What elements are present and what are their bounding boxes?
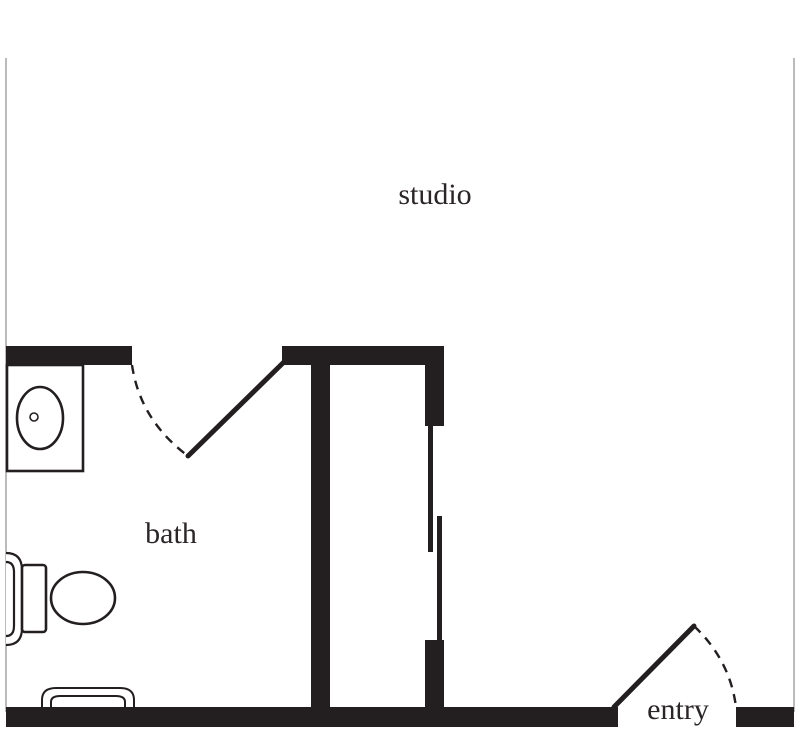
wall-bath-top-left	[6, 346, 132, 365]
closet-sliding-door-2[interactable]	[437, 516, 442, 642]
towel-bar-outer	[41, 687, 135, 707]
toilet-bowl	[49, 570, 117, 626]
wall-bottom-main	[6, 707, 618, 727]
bath-door-swing-arc	[130, 364, 189, 457]
towel-bar-inner	[50, 695, 126, 707]
room-label-entry: entry	[647, 693, 709, 726]
sink-basin	[15, 385, 65, 451]
wall-bottom-right	[736, 707, 794, 727]
room-label-studio: studio	[398, 178, 471, 211]
closet-sliding-door-1[interactable]	[428, 426, 433, 552]
entry-door-leaf[interactable]	[611, 623, 697, 710]
wall-closet-top	[282, 346, 444, 365]
sink-drain	[29, 412, 39, 422]
toilet-seat-base	[20, 563, 48, 634]
wall-closet-jamb-bottom	[425, 640, 444, 716]
wall-bath-closet-divider	[311, 346, 330, 716]
wall-closet-jamb-top	[425, 346, 444, 426]
entry-door-swing-arc	[693, 625, 738, 708]
room-label-bath: bath	[145, 517, 197, 550]
bath-door-leaf[interactable]	[185, 357, 289, 459]
toilet-tank-inner	[5, 560, 16, 638]
